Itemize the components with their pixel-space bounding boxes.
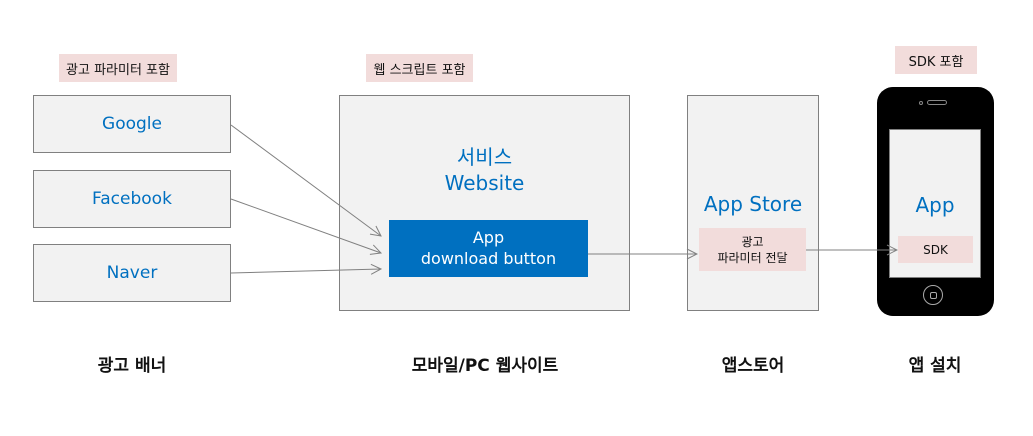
appstore-box: App Store	[687, 95, 819, 311]
website-title: 서비스 Website	[340, 144, 629, 196]
phone-screen: App SDK	[889, 129, 981, 278]
button-line-2: download button	[420, 249, 557, 268]
appstore-title: App Store	[703, 192, 803, 216]
arrow-google	[230, 124, 381, 236]
web-script-tag: 웹 스크립트 포함	[366, 54, 473, 82]
source-google: Google	[33, 95, 231, 153]
phone-app-label: App	[915, 193, 955, 217]
phone-sdk-box: SDK	[898, 236, 973, 263]
label-store: 앱스토어	[721, 356, 785, 376]
phone-camera	[919, 101, 923, 105]
phone-home-button	[923, 285, 943, 305]
source-facebook: Facebook	[33, 170, 231, 228]
ad-params-tag: 광고 파라미터 포함	[59, 54, 177, 82]
param-line-2: 파라미터 전달	[717, 250, 788, 265]
website-title-ko: 서비스	[456, 145, 513, 169]
app-download-button: App download button	[389, 220, 588, 277]
arrow-facebook	[230, 198, 381, 253]
phone-icon: App SDK	[877, 87, 994, 316]
website-title-en: Website	[444, 171, 525, 195]
arrow-naver	[230, 269, 381, 273]
source-naver: Naver	[33, 244, 231, 302]
sdk-tag: SDK 포함	[895, 46, 977, 74]
phone-speaker	[927, 100, 947, 105]
param-pass-box: 광고 파라미터 전달	[699, 228, 806, 271]
label-banner: 광고 배너	[97, 356, 167, 376]
label-website: 모바일/PC 웹사이트	[411, 356, 559, 376]
button-line-1: App	[472, 228, 505, 247]
param-line-1: 광고	[741, 234, 764, 249]
label-install: 앱 설치	[908, 356, 962, 376]
